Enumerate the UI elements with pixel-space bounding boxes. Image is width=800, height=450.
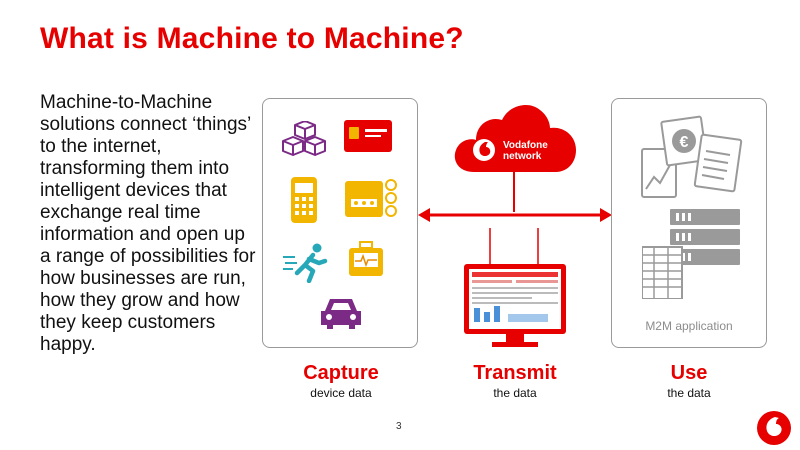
use-subtitle: the data <box>667 386 711 400</box>
slide-body-text: Machine-to-Machine solutions connect ‘th… <box>40 92 256 355</box>
handheld-terminal-icon <box>291 177 317 223</box>
running-person-icon <box>283 243 328 283</box>
use-panel: € M2M application <box>611 98 767 348</box>
network-label-line2: network <box>503 151 542 162</box>
medical-monitor-icon <box>349 241 383 276</box>
smart-meter-icon <box>345 179 397 217</box>
use-title: Use <box>670 362 708 384</box>
boxes-icon <box>282 121 326 156</box>
page-number: 3 <box>396 421 402 432</box>
sim-card-icon <box>344 120 392 152</box>
server-rack-icon <box>642 209 740 299</box>
capture-subtitle: device data <box>310 386 372 400</box>
vodafone-logo-icon <box>757 411 791 445</box>
documents-icon: € <box>641 115 743 198</box>
vodafone-cloud-icon <box>454 105 576 172</box>
transmit-title: Transmit <box>473 362 557 384</box>
network-label-line1: Vodafone <box>503 140 548 151</box>
bidirectional-arrow <box>418 208 612 222</box>
network-label: Vodafone network <box>503 140 563 162</box>
capture-title: Capture <box>303 362 379 384</box>
svg-text:€: € <box>680 134 689 151</box>
slide-title: What is Machine to Machine? <box>40 22 464 55</box>
cloud-to-monitor-connector <box>489 168 539 264</box>
capture-panel <box>262 98 418 348</box>
transmit-subtitle: the data <box>493 386 537 400</box>
m2m-application-label: M2M application <box>645 319 733 333</box>
computer-monitor-icon <box>464 264 566 347</box>
car-icon <box>321 299 361 329</box>
